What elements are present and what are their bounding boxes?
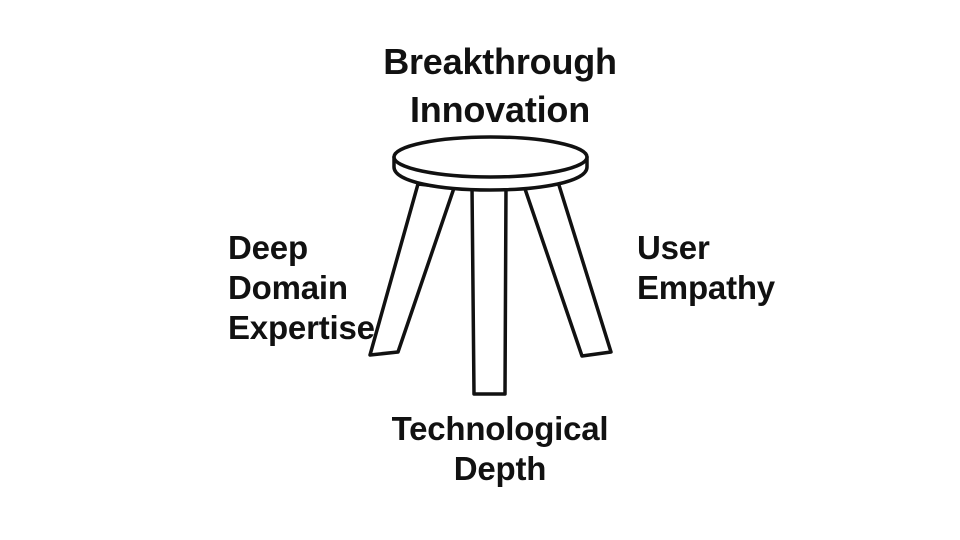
left-label-line-3: Expertise — [228, 309, 375, 346]
bottom-label-line-1: Technological — [391, 410, 609, 447]
diagram-title: Breakthrough Innovation — [300, 38, 700, 134]
right-label-line-2: Empathy — [637, 269, 775, 306]
stool-leg-right — [522, 180, 613, 358]
stool-seat-top — [392, 135, 589, 179]
bottom-label-line-2: Depth — [453, 450, 547, 487]
left-label-line-1: Deep — [228, 229, 308, 266]
right-label-line-1: User — [637, 229, 710, 266]
title-line-2: Innovation — [410, 89, 590, 130]
left-leg-label: Deep Domain Expertise — [228, 228, 375, 348]
left-label-line-2: Domain — [228, 269, 348, 306]
bottom-leg-label: Technological Depth — [350, 409, 650, 489]
stool-leg-middle — [470, 184, 508, 396]
stool-leg-left — [368, 182, 456, 357]
title-line-1: Breakthrough — [383, 41, 617, 82]
right-leg-label: User Empathy — [637, 228, 775, 308]
